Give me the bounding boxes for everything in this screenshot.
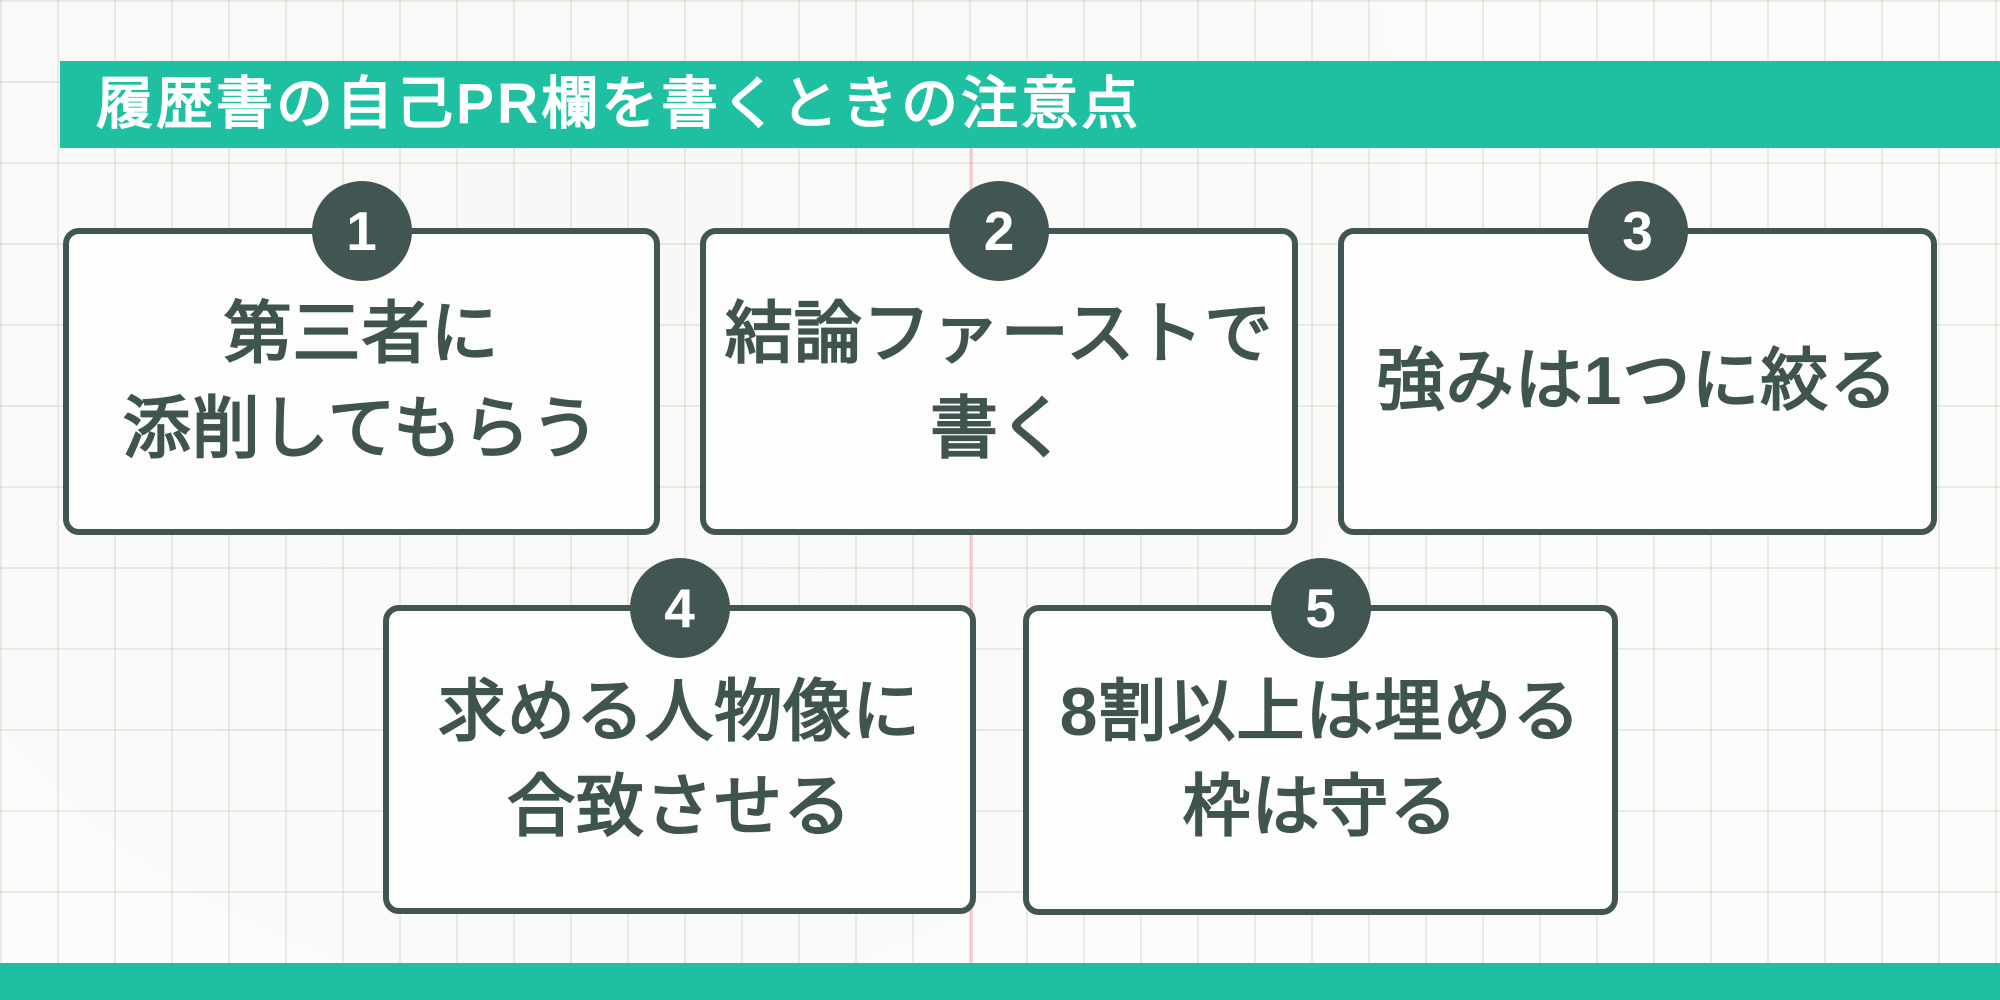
- card-text-line: 8割以上は埋める: [1059, 674, 1582, 750]
- card-text-line: 合致させる: [506, 768, 852, 845]
- card-text-line: 枠は守る: [1182, 769, 1459, 845]
- page-title: 履歴書の自己PR欄を書くときの注意点: [96, 72, 1142, 136]
- card-4-number-badge: 4: [629, 558, 730, 658]
- card-2-text: 結論ファーストで 書く: [725, 287, 1274, 477]
- card-5: 5 8割以上は埋める 枠は守る: [1023, 558, 1618, 915]
- card-text-line: 強みは1つに絞る: [1376, 343, 1899, 419]
- card-3-number-badge: 3: [1587, 181, 1688, 281]
- card-1: 1 第三者に 添削してもらう: [63, 181, 660, 535]
- card-text-line: 第三者に: [223, 295, 500, 372]
- header-banner: 履歴書の自己PR欄を書くときの注意点: [60, 61, 2000, 148]
- card-4-text: 求める人物像に 合致させる: [438, 665, 921, 855]
- card-5-number-badge: 5: [1270, 558, 1371, 658]
- card-1-number-badge: 1: [311, 181, 412, 281]
- paper-guide-line: [970, 148, 973, 963]
- card-text-line: 添削してもらう: [122, 390, 601, 467]
- card-3-text: 強みは1つに絞る: [1377, 334, 1899, 429]
- card-2-number-badge: 2: [949, 181, 1049, 281]
- card-2: 2 結論ファーストで 書く: [700, 181, 1298, 535]
- card-1-text: 第三者に 添削してもらう: [123, 287, 601, 477]
- card-3: 3 強みは1つに絞る: [1338, 181, 1937, 535]
- card-5-text: 8割以上は埋める 枠は守る: [1060, 665, 1582, 855]
- card-text-line: 結論ファーストで: [724, 295, 1274, 372]
- card-4: 4 求める人物像に 合致させる: [383, 558, 976, 914]
- card-text-line: 書く: [929, 390, 1068, 467]
- footer-bar: [0, 963, 2000, 1000]
- card-text-line: 求める人物像に: [437, 673, 921, 750]
